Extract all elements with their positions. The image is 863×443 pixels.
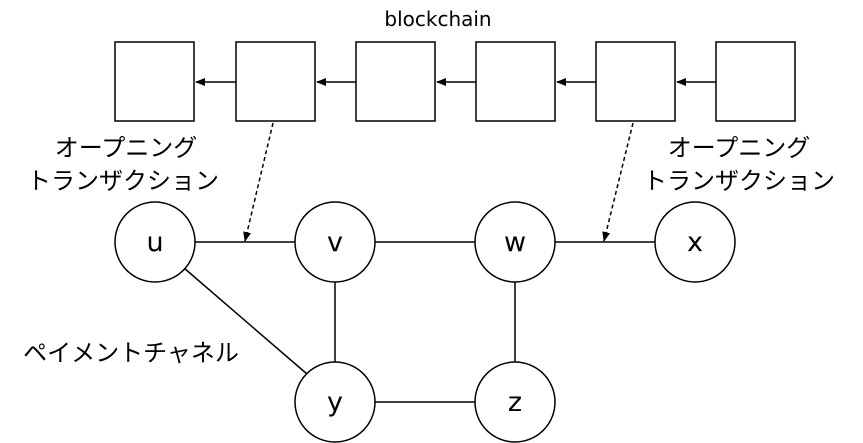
node-label: v: [327, 227, 343, 258]
opening-tx-label-left-line2: トランザクション: [27, 167, 219, 195]
node-w: w: [474, 201, 556, 283]
blockchain-blocks: [114, 41, 796, 122]
node-label: y: [327, 387, 343, 418]
node-x: x: [654, 201, 736, 283]
node-label: x: [687, 227, 703, 258]
node-y: y: [294, 361, 376, 443]
opening-tx-label-right-line1: オープニング: [668, 134, 811, 162]
channel-u-y: [183, 267, 308, 375]
node-label: z: [508, 387, 522, 418]
opening-tx-arrow-left: [243, 122, 274, 242]
block-6: [715, 41, 796, 122]
block-2: [235, 41, 316, 122]
opening-tx-label-left-line1: オープニング: [55, 134, 198, 162]
node-label: u: [146, 227, 163, 258]
node-circle: [474, 361, 556, 443]
node-circle: [474, 201, 556, 283]
node-u: u: [114, 201, 196, 283]
node-circle: [654, 201, 736, 283]
block-4: [475, 41, 556, 122]
block-5: [595, 41, 676, 122]
payment-channels: [183, 241, 655, 403]
block-1: [114, 41, 195, 122]
payment-channel-label: ペイメントチャネル: [23, 339, 239, 367]
node-circle: [294, 201, 376, 283]
node-z: z: [474, 361, 556, 443]
opening-tx-arrow-right: [602, 122, 634, 242]
node-circle: [294, 361, 376, 443]
blockchain-title: blockchain: [384, 7, 491, 31]
block-3: [355, 41, 436, 122]
node-circle: [114, 201, 196, 283]
node-label: w: [504, 227, 526, 258]
node-v: v: [294, 201, 376, 283]
opening-tx-label-right-line2: トランザクション: [643, 167, 835, 195]
